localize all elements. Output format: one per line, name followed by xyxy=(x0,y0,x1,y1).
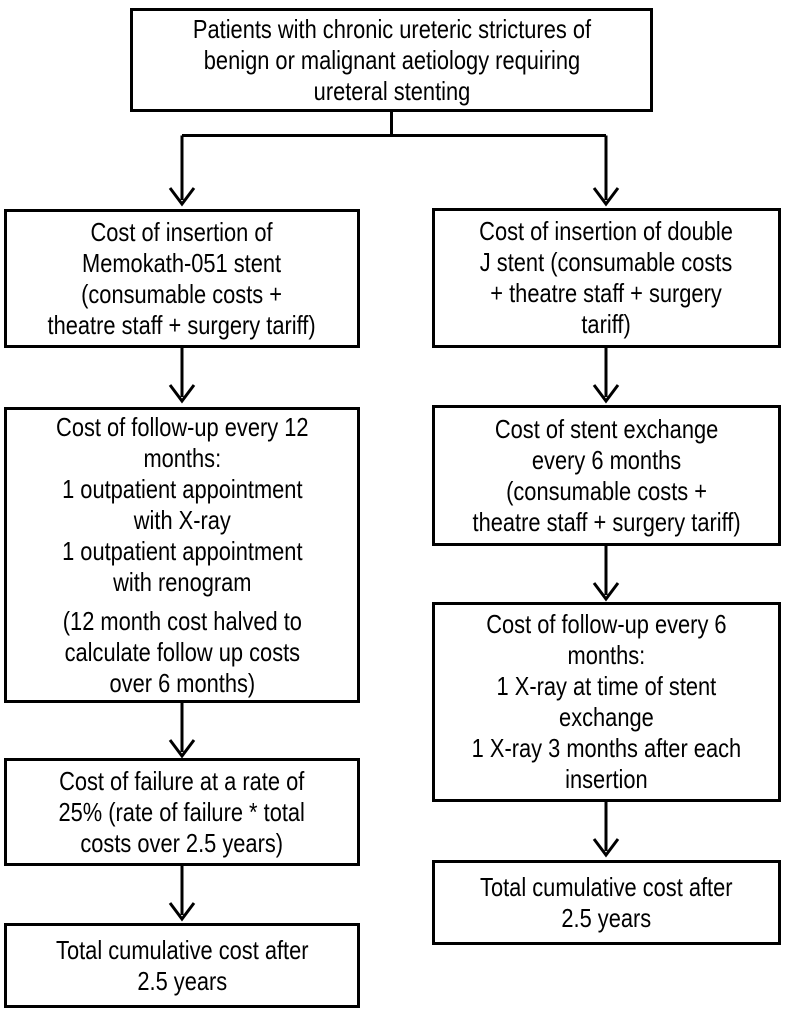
doublej-total-cost-box: Total cumulative cost after 2.5 years xyxy=(432,860,781,945)
memokath-followup-cost-text: Cost of follow-up every 12 months: 1 out… xyxy=(55,411,309,597)
doublej-followup-cost-box: Cost of follow-up every 6 months: 1 X-ra… xyxy=(432,602,781,802)
branch-connector xyxy=(168,112,620,207)
doublej-exchange-cost-box: Cost of stent exchange every 6 months (c… xyxy=(432,405,781,546)
doublej-insertion-cost-box: Cost of insertion of double J stent (con… xyxy=(432,208,781,348)
doublej-total-cost-text: Total cumulative cost after 2.5 years xyxy=(480,871,733,933)
patients-root-text: Patients with chronic ureteric stricture… xyxy=(192,13,591,106)
patients-root-box: Patients with chronic ureteric stricture… xyxy=(130,8,653,112)
doublej-insertion-cost-text: Cost of insertion of double J stent (con… xyxy=(479,216,734,339)
doublej-exchange-cost-text: Cost of stent exchange every 6 months (c… xyxy=(472,413,741,537)
memokath-followup-cost-box: Cost of follow-up every 12 months: 1 out… xyxy=(4,407,360,703)
memokath-insertion-cost-box: Cost of insertion of Memokath-051 stent … xyxy=(4,209,360,348)
memokath-insertion-cost-text: Cost of insertion of Memokath-051 stent … xyxy=(47,216,317,340)
memokath-failure-cost-box: Cost of failure at a rate of 25% (rate o… xyxy=(4,758,360,866)
memokath-total-cost-box: Total cumulative cost after 2.5 years xyxy=(4,923,360,1008)
memokath-failure-cost-text: Cost of failure at a rate of 25% (rate o… xyxy=(58,765,306,858)
doublej-followup-cost-text: Cost of follow-up every 6 months: 1 X-ra… xyxy=(471,609,742,794)
memokath-total-cost-text: Total cumulative cost after 2.5 years xyxy=(55,934,309,996)
memokath-followup-note-text: (12 month cost halved to calculate follo… xyxy=(62,605,302,698)
